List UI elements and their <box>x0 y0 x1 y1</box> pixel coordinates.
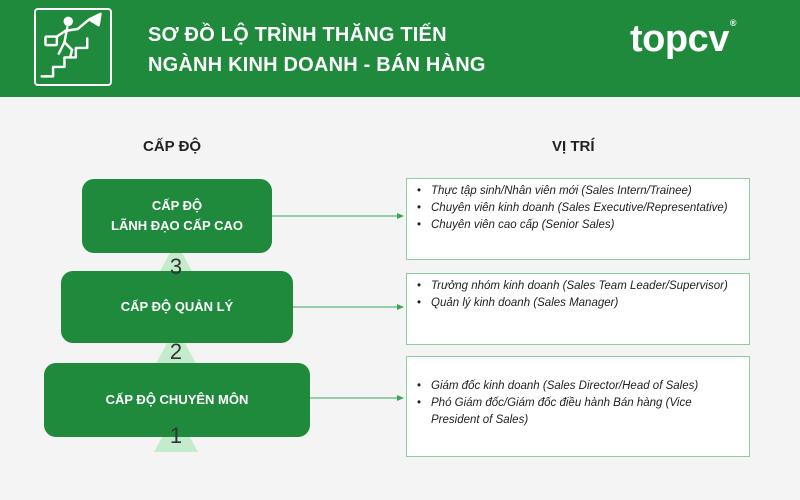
level-2-label: CẤP ĐỘ QUẢN LÝ <box>120 298 234 314</box>
positions-box-mid: Trưởng nhóm kinh doanh (Sales Team Leade… <box>406 273 750 345</box>
positions-list-top: Thực tập sinh/Nhân viên mới (Sales Inter… <box>407 183 741 234</box>
positions-list-mid: Trưởng nhóm kinh doanh (Sales Team Leade… <box>407 278 741 312</box>
levels-column-heading: CẤP ĐỘ <box>143 138 202 155</box>
level-2-triangle <box>154 327 198 367</box>
level-3-label-line-2: LÃNH ĐẠO CẤP CAO <box>111 218 243 233</box>
header-banner: SƠ ĐỒ LỘ TRÌNH THĂNG TIẾN NGÀNH KINH DOA… <box>0 0 800 97</box>
positions-box-top: Thực tập sinh/Nhân viên mới (Sales Inter… <box>406 178 750 260</box>
connector-arrow-top <box>397 213 404 219</box>
list-item: Trưởng nhóm kinh doanh (Sales Team Leade… <box>407 278 741 295</box>
list-item: Chuyên viên cao cấp (Senior Sales) <box>407 217 741 234</box>
level-1-number: 1 <box>169 423 183 448</box>
level-senior-leadership-box: CẤP ĐỘ LÃNH ĐẠO CẤP CAO <box>82 179 272 253</box>
list-item: Quản lý kinh doanh (Sales Manager) <box>407 295 741 312</box>
logo-text: topcv <box>630 18 729 60</box>
connector-arrow-mid <box>397 304 404 310</box>
level-specialist-box: CẤP ĐỘ CHUYÊN MÔN <box>44 363 310 437</box>
list-item: Phó Giám đốc/Giám đốc điều hành Bán hàng… <box>407 395 741 429</box>
positions-column-heading: VỊ TRÍ <box>552 138 595 155</box>
positions-box-bottom: Giám đốc kinh doanh (Sales Director/Head… <box>406 356 750 457</box>
positions-list-bottom: Giám đốc kinh doanh (Sales Director/Head… <box>407 378 741 429</box>
page-title-line-1: SƠ ĐỒ LỘ TRÌNH THĂNG TIẾN <box>148 24 447 46</box>
level-2-number: 2 <box>169 339 183 364</box>
topcv-logo: topcv® <box>630 18 737 68</box>
list-item: Giám đốc kinh doanh (Sales Director/Head… <box>407 378 741 395</box>
connector-arrow-bot <box>397 395 404 401</box>
level-3-label-line-1: CẤP ĐỘ <box>151 197 203 213</box>
level-1-label: CẤP ĐỘ CHUYÊN MÔN <box>105 391 249 407</box>
page-title-line-2: NGÀNH KINH DOANH - BÁN HÀNG <box>148 54 486 76</box>
climbing-stairs-icon <box>34 8 112 86</box>
list-item: Chuyên viên kinh doanh (Sales Executive/… <box>407 200 741 217</box>
level-3-number: 3 <box>169 254 183 279</box>
list-item: Thực tập sinh/Nhân viên mới (Sales Inter… <box>407 183 741 200</box>
logo-registered-mark: ® <box>729 18 737 28</box>
level-management-box: CẤP ĐỘ QUẢN LÝ <box>61 271 293 343</box>
